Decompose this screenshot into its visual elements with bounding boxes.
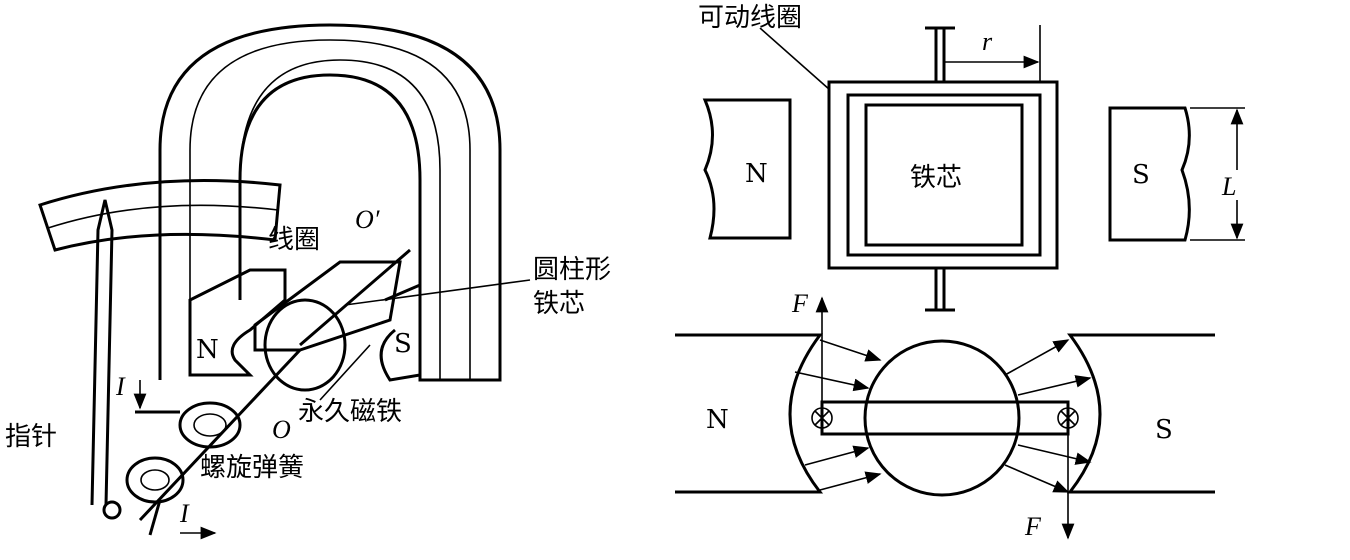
label-radius: r <box>982 27 993 56</box>
core-leader-line <box>344 279 531 306</box>
label-north-top: N <box>745 159 768 189</box>
label-south-top: S <box>1132 160 1150 190</box>
label-length: L <box>1221 172 1236 201</box>
pole-pieces <box>188 268 422 382</box>
label-force-top: F <box>791 289 809 318</box>
coil-bar <box>820 400 1070 436</box>
label-south-bottom: S <box>1155 415 1173 445</box>
label-magnet: 永久磁铁 <box>298 397 402 427</box>
front-view: N 铁芯 r 可动线圈 S L <box>698 3 1250 312</box>
galvanometer-perspective: 线圈 O′ 圆柱形 铁芯 N S I 指针 O 永久磁铁 螺旋弹簧 I <box>5 23 611 540</box>
movable-coil-inner <box>846 93 1042 257</box>
label-current-in: I <box>115 372 126 401</box>
label-spring: 螺旋弹簧 <box>200 453 304 483</box>
label-core-line1: 圆柱形 <box>533 255 611 285</box>
coil-and-core <box>138 248 411 522</box>
label-current-out: I <box>179 499 190 528</box>
label-movable-coil: 可动线圈 <box>698 3 802 33</box>
horseshoe-magnet <box>158 23 502 382</box>
label-north-bottom: N <box>706 405 729 435</box>
magnet-leader-line <box>319 344 371 401</box>
spiral-springs <box>102 380 242 540</box>
scale-and-pointer <box>38 179 282 506</box>
field-view: F F N S <box>675 289 1215 541</box>
label-core-line2: 铁芯 <box>533 289 585 319</box>
label-north: N <box>196 335 219 365</box>
iron-core <box>864 103 1024 247</box>
label-force-bottom: F <box>1024 512 1042 541</box>
core-cross-section <box>863 339 1021 497</box>
label-axis-top: O′ <box>355 205 380 234</box>
label-coil: 线圈 <box>268 225 320 255</box>
label-core: 铁芯 <box>910 163 962 193</box>
label-south: S <box>394 329 412 359</box>
label-pointer: 指针 <box>5 422 57 452</box>
label-axis-bottom: O <box>272 415 291 444</box>
